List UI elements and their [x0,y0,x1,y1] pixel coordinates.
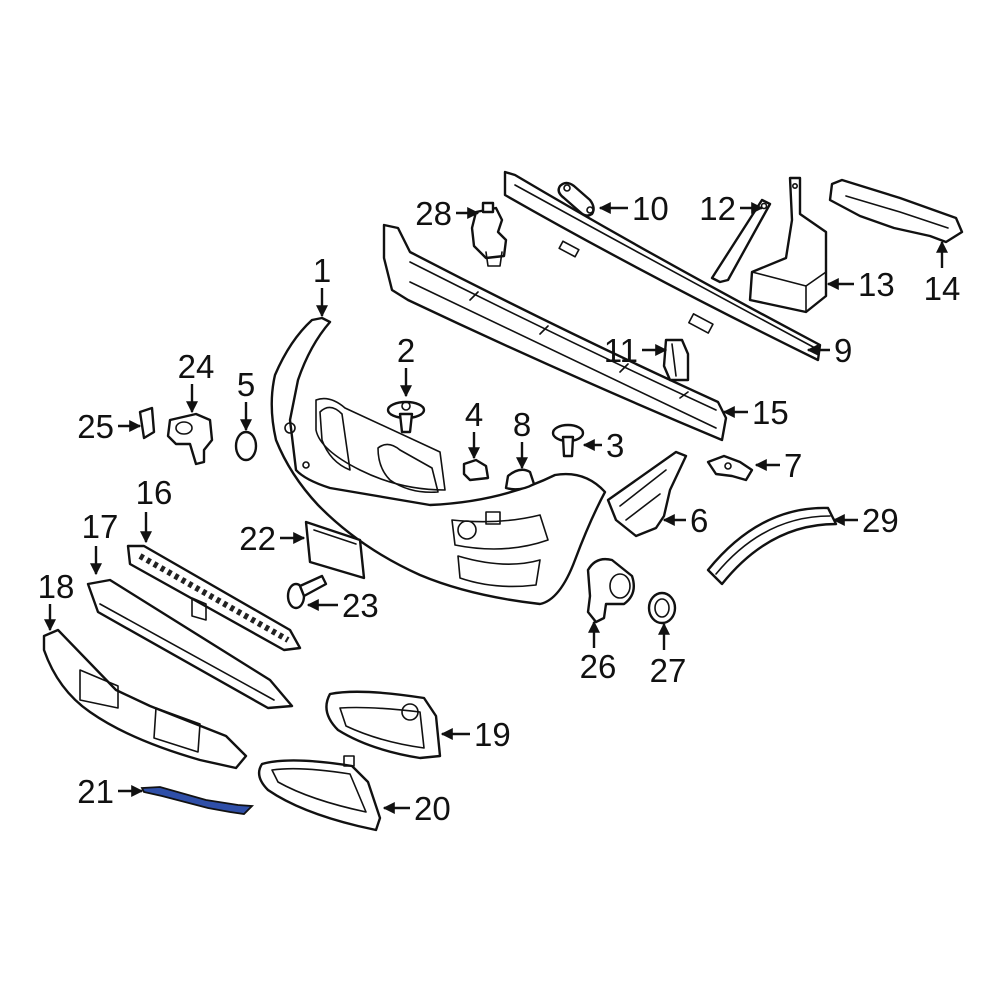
callout-7: 7 [784,447,802,484]
callout-23: 23 [342,587,379,624]
callout-12: 12 [699,190,736,227]
clip-part [662,338,690,382]
callout-19: 19 [474,716,511,753]
cover-cap-part [504,468,536,491]
upper-grille-part [126,544,302,652]
callout-24: 24 [178,348,215,385]
bumper-cover-part [270,316,607,606]
callout-17: 17 [82,508,119,545]
callout-3: 3 [606,427,624,464]
callout-6: 6 [690,502,708,539]
callout-8: 8 [513,406,531,443]
callout-labels: 1 2 3 4 5 6 7 8 9 10 11 12 13 14 15 16 1… [38,190,961,827]
callout-21: 21 [77,773,114,810]
sensor-bezel-part [138,406,156,440]
push-pin-part [386,400,426,434]
parking-sensor-part [166,412,214,466]
callout-9: 9 [834,332,852,369]
callout-28: 28 [415,195,452,232]
bracket-box-part [748,176,828,314]
callout-13: 13 [858,266,895,303]
grille-frame-part [42,628,248,770]
callout-11: 11 [604,332,638,369]
callout-16: 16 [136,474,173,511]
park-assist-sensor-part [586,557,635,624]
screw-part [551,423,585,458]
callout-25: 25 [77,408,114,445]
o-ring-part [234,430,258,462]
bracket-part [557,181,595,217]
callout-10: 10 [632,190,669,227]
wheel-arch-trim-part [706,506,838,586]
callout-26: 26 [580,648,617,685]
sensor-grommet-part [647,591,677,625]
callout-1: 1 [313,252,331,289]
lower-grille-part [86,578,294,710]
bolt-part [286,574,328,610]
callout-18: 18 [38,568,75,605]
callout-29: 29 [862,502,899,539]
mount-clip-part [706,454,754,482]
license-bracket-part [304,520,366,580]
callout-5: 5 [237,366,255,403]
callout-15: 15 [752,394,789,431]
side-bracket-part [828,178,964,244]
callout-22: 22 [239,520,276,557]
leader-arrows [44,202,948,814]
sensor-part [470,201,508,267]
callout-27: 27 [650,652,687,689]
bumper-bracket-part [606,450,688,538]
callout-2: 2 [397,332,415,369]
retainer-clip-part [462,458,490,482]
fog-grille-part [325,690,442,760]
reinforcement-bar-part [503,170,822,362]
callout-14: 14 [924,270,961,307]
callout-20: 20 [414,790,451,827]
highlighted-trim-strip-part [140,786,255,815]
energy-absorber-part [382,223,728,442]
callout-4: 4 [465,396,483,433]
fog-cover-part [257,755,382,832]
